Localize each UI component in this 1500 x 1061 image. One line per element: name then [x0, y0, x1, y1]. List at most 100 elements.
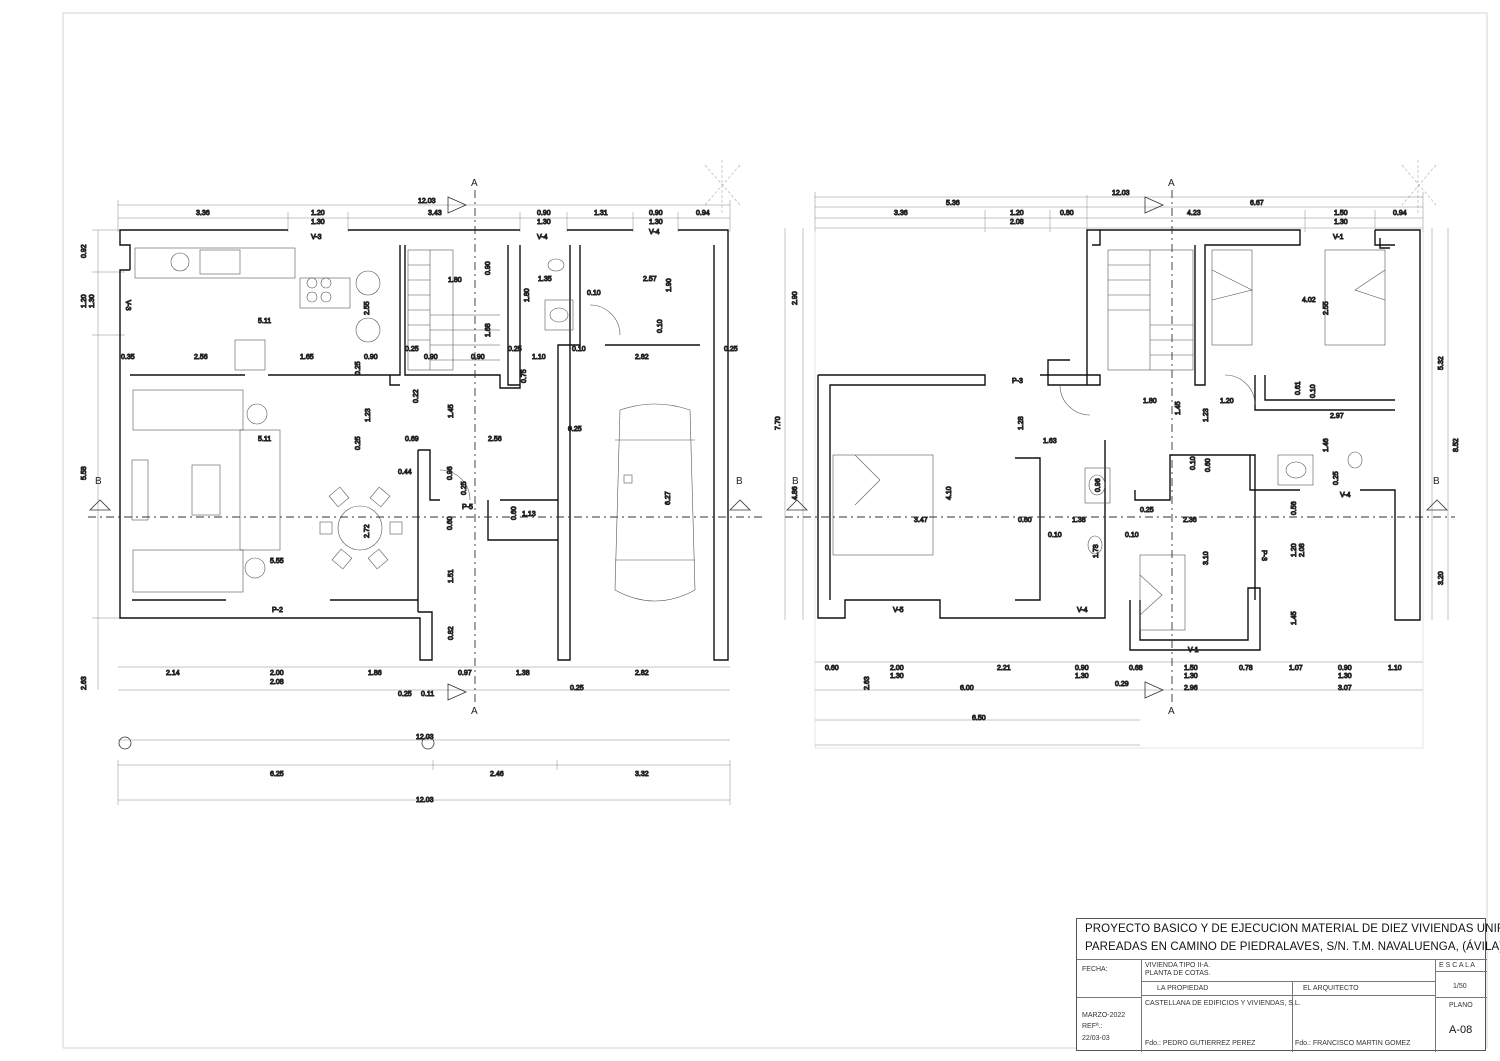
uf-section-b-left: B	[792, 476, 799, 487]
owner-company: CASTELLANA DE EDIFICIOS Y VIVIENDAS, S.L…	[1145, 1000, 1301, 1007]
uf-section-lines	[785, 190, 1455, 705]
uf-bottom-dim: 2.63	[864, 676, 871, 690]
gf-bottom-dim: 0.97	[458, 670, 472, 677]
gf-inner-dim: 1.35	[538, 276, 552, 283]
uf-bottom-dim: 2.21	[997, 665, 1011, 672]
uf-window-label: V-1	[1188, 647, 1199, 654]
gf-top-dim: 0.90	[537, 210, 551, 217]
project-title-line1: PROYECTO BASICO Y DE EJECUCION MATERIAL …	[1085, 923, 1500, 935]
gf-inner-dim: 2.57	[643, 276, 657, 283]
gf-inner-dim: 1.51	[448, 569, 455, 583]
gf-door-label: P-5	[462, 504, 473, 511]
uf-top-dim: 5.36	[946, 200, 960, 207]
gf-inner-dim: 1.80	[524, 288, 531, 302]
ref-value: 22/03-03	[1082, 1035, 1110, 1042]
uf-left-dim: 2.90	[792, 291, 799, 305]
uf-bottom-dim: 1.50	[1184, 665, 1198, 672]
title-block: PROYECTO BASICO Y DE EJECUCION MATERIAL …	[1076, 918, 1500, 1052]
gf-top-dim: 1.30	[537, 219, 551, 226]
project-title-line2: PAREADAS EN CAMINO DE PIEDRALAVES, S/N. …	[1085, 941, 1500, 953]
uf-inner-dim: 0.96	[1095, 478, 1102, 492]
gf-window-label: V-4	[537, 234, 548, 241]
gf-bottom-dim: 2.14	[166, 670, 180, 677]
uf-section-b-right: B	[1433, 476, 1440, 487]
uf-bottom-dim: 2.00	[890, 665, 904, 672]
uf-inner-dim: 1.38	[1072, 517, 1086, 524]
uf-top-dim: 0.94	[1393, 210, 1407, 217]
uf-window-label: V-1	[1333, 234, 1344, 241]
uf-inner-dim: 0.25	[1333, 471, 1340, 485]
ground-floor-dims: 12.03 3.36 1.20 1.30 3.43 0.90 1.30 1.31…	[81, 198, 739, 805]
uf-bottom-dim: 6.00	[960, 685, 974, 692]
uf-left-dim: 4.86	[792, 486, 799, 500]
gf-inner-dim: 1.80	[448, 277, 462, 284]
gf-bottom-dim: 0.25	[570, 685, 584, 692]
gf-bottom-dim: 1.86	[368, 670, 382, 677]
gf-section-a-bottom: A	[471, 706, 478, 717]
uf-bottom-dim: 1.10	[1388, 665, 1402, 672]
uf-bottom-dim: 1.30	[1184, 673, 1198, 680]
gf-bottom-dim: 2.08	[270, 679, 284, 686]
gf-inner-dim: 1.23	[365, 408, 372, 422]
uf-top-dim: 4.23	[1187, 210, 1201, 217]
gf-inner-dim: 0.10	[587, 290, 601, 297]
description-line2: PLANTA DE COTAS.	[1145, 970, 1211, 977]
gf-top-dim: 1.30	[649, 219, 663, 226]
gf-inner-dim: 2.82	[635, 354, 649, 361]
uf-bottom-dim: 0.78	[1239, 665, 1253, 672]
gf-inner-dim: 2.72	[364, 524, 371, 538]
gf-inner-dim: 0.90	[471, 354, 485, 361]
gf-inner-dim: 0.96	[447, 466, 454, 480]
gf-inner-dim: 0.10	[572, 346, 586, 353]
gf-inner-dim: 0.60	[447, 516, 454, 530]
gf-bottom-total: 12.03	[416, 797, 434, 804]
uf-bottom-dim: 1.30	[1338, 673, 1352, 680]
gf-inner-dim: 0.10	[657, 319, 664, 333]
uf-right-dim: 3.20	[1438, 571, 1445, 585]
plano-value: A-08	[1449, 1024, 1473, 1036]
gf-section-b-left: B	[95, 476, 102, 487]
uf-inner-dim: 2.55	[1323, 301, 1330, 315]
uf-section-a-bottom: A	[1168, 706, 1175, 717]
description-line1: VIVIENDA TIPO II-A.	[1145, 962, 1211, 969]
gf-left-dim: 1.20	[81, 294, 88, 308]
uf-inner-dim: 0.25	[1140, 507, 1154, 514]
gf-inner-dim: 0.25	[724, 346, 738, 353]
gf-section-lines	[88, 190, 765, 705]
gf-inner-dim: 1.13	[522, 511, 536, 518]
architect-signature: Fdo.: FRANCISCO MARTIN GOMEZ	[1295, 1040, 1411, 1047]
uf-bottom-dim: 3.07	[1338, 685, 1352, 692]
uf-inner-dim: 0.10	[1048, 532, 1062, 539]
upper-floor-plan: 12.03 5.36 6.67 3.36 1.20 2.08 0.80 4.23…	[775, 190, 1461, 749]
plano-label: PLANO	[1449, 1002, 1473, 1009]
uf-inner-dim: 1.45	[1175, 401, 1182, 415]
uf-inner-dim: 4.02	[1302, 297, 1316, 304]
uf-inner-dim: 0.56	[1291, 501, 1298, 515]
uf-inner-dim: 3.10	[1203, 551, 1210, 565]
uf-window-label: V-5	[893, 607, 904, 614]
uf-inner-dim: 1.46	[1323, 438, 1330, 452]
gf-top-dim: 1.31	[594, 210, 608, 217]
uf-inner-dim: 4.10	[946, 486, 953, 500]
uf-section-a-top: A	[1168, 178, 1175, 189]
uf-bottom-dim: 0.68	[1129, 665, 1143, 672]
uf-bottom-dim: 6.50	[972, 715, 986, 722]
gf-door-label: P-2	[272, 607, 283, 614]
uf-inner-dim: 1.28	[1018, 416, 1025, 430]
uf-inner-dim: 2.36	[1183, 517, 1197, 524]
uf-inner-dim: 0.10	[1310, 384, 1317, 398]
gf-inner-dim: 0.25	[508, 346, 522, 353]
gf-bottom-dim: 1.38	[516, 670, 530, 677]
propiedad-label: LA PROPIEDAD	[1157, 985, 1209, 992]
uf-door-label: P-3	[1260, 550, 1267, 561]
gf-top-dim: 1.20	[311, 210, 325, 217]
gf-section-a-top: A	[471, 178, 478, 189]
gf-inner-dim: 0.82	[448, 626, 455, 640]
uf-top-dim: 1.30	[1334, 219, 1348, 226]
gf-inner-dim: 0.69	[405, 436, 419, 443]
uf-right-dim: 5.32	[1438, 356, 1445, 370]
uf-bottom-dim: 0.29	[1115, 681, 1129, 688]
uf-inner-dim: 0.60	[1018, 517, 1032, 524]
gf-inner-dim: 0.25	[405, 346, 419, 353]
